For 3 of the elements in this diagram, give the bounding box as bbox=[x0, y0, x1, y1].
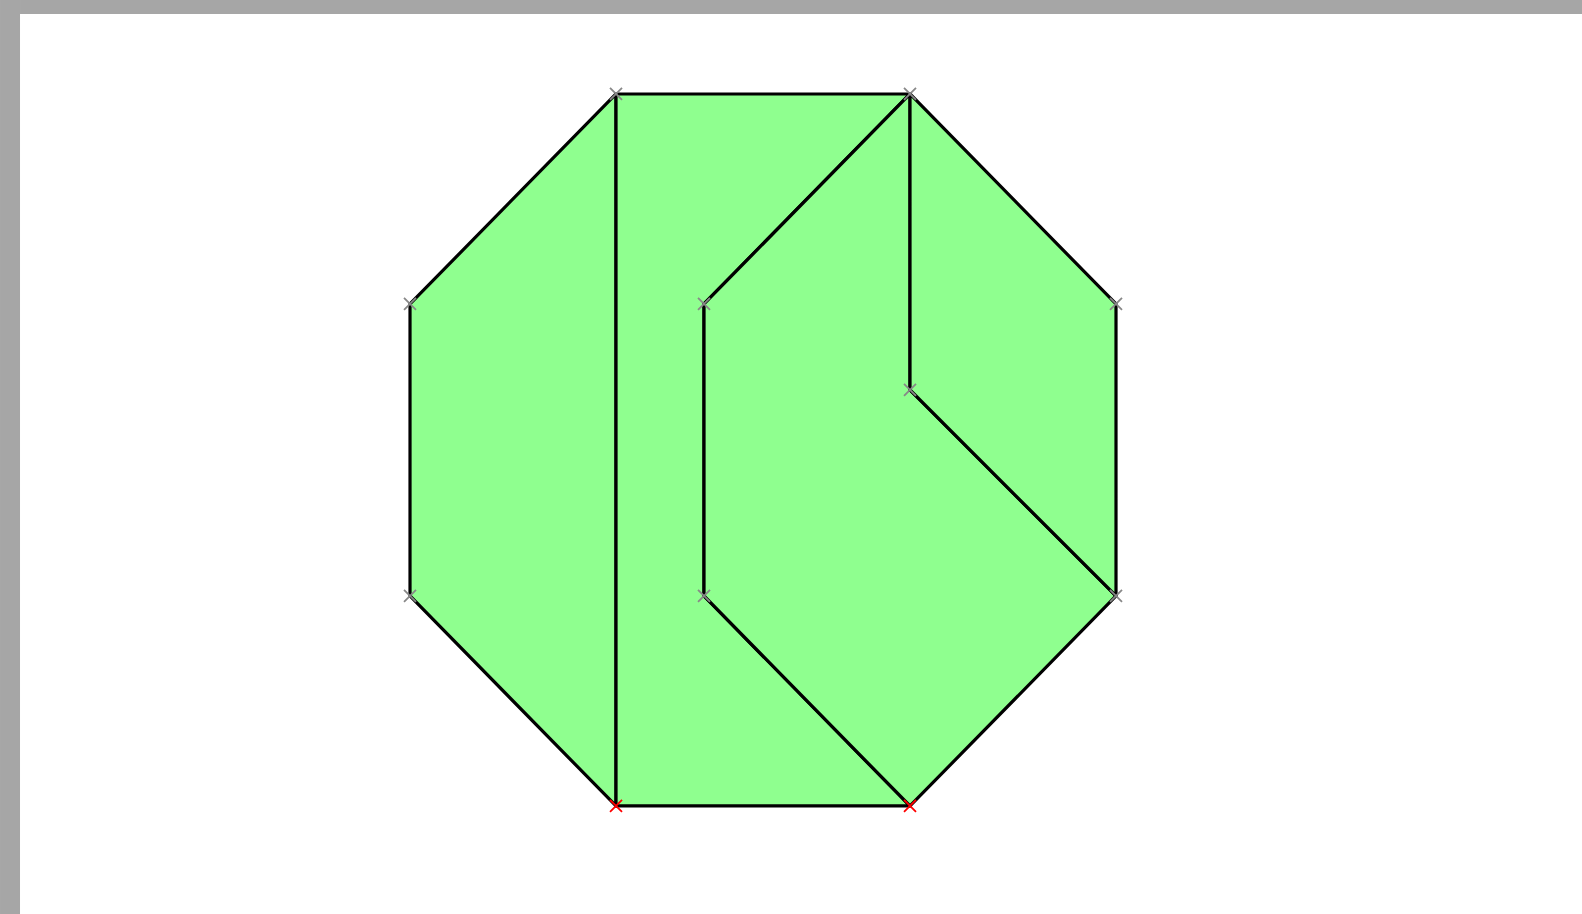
polygon-piece bbox=[702, 92, 1118, 808]
polygon-piece bbox=[408, 92, 618, 808]
polygon-piece bbox=[908, 92, 1118, 598]
